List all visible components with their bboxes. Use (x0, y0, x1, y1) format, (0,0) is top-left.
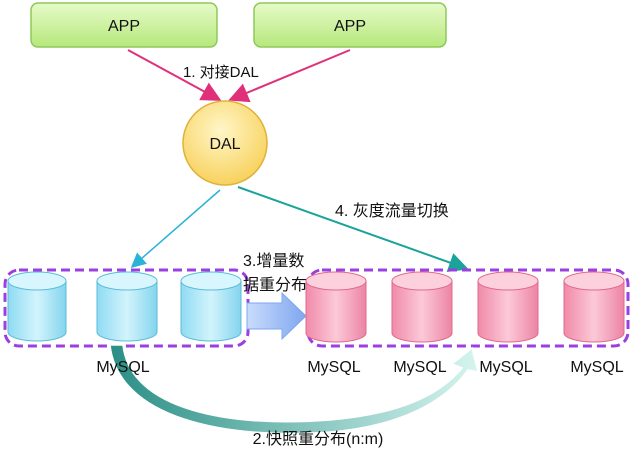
snapshot-redistribution-arrow (109, 344, 480, 435)
dal-label: DAL (209, 136, 240, 153)
step2-label: 2.快照重分布(n:m) (253, 430, 384, 448)
arrow-app-left-to-dal (127, 49, 222, 101)
target-db-1 (305, 271, 367, 343)
target-db-3-label: MySQL (479, 359, 532, 376)
arrow-app-right-to-dal (228, 49, 351, 103)
target-db-4 (563, 271, 625, 343)
arrow-dal-to-source (130, 189, 221, 268)
app-label-right: APP (334, 18, 366, 35)
source-db-2 (96, 271, 158, 342)
target-db-3 (477, 271, 539, 343)
target-db-2-label: MySQL (393, 359, 446, 376)
app-box-right: APP (253, 2, 447, 48)
app-box-left: APP (30, 2, 218, 48)
step1-label: 1. 对接DAL (183, 64, 259, 81)
source-db-3 (180, 271, 242, 342)
source-db-2-label: MySQL (96, 359, 149, 376)
arrow-dal-to-target (237, 186, 469, 273)
step4-label: 4. 灰度流量切换 (335, 202, 449, 220)
dal-node: DAL (182, 100, 268, 186)
target-db-2 (391, 271, 453, 343)
target-db-4-label: MySQL (570, 359, 623, 376)
source-db-1 (7, 271, 67, 342)
step3-label-line2: 据重分布 (243, 276, 307, 294)
app-label-left: APP (108, 18, 140, 35)
step3-label-line1: 3.增量数 (243, 252, 304, 270)
incremental-sync-arrow (246, 291, 307, 341)
target-db-1-label: MySQL (307, 359, 360, 376)
